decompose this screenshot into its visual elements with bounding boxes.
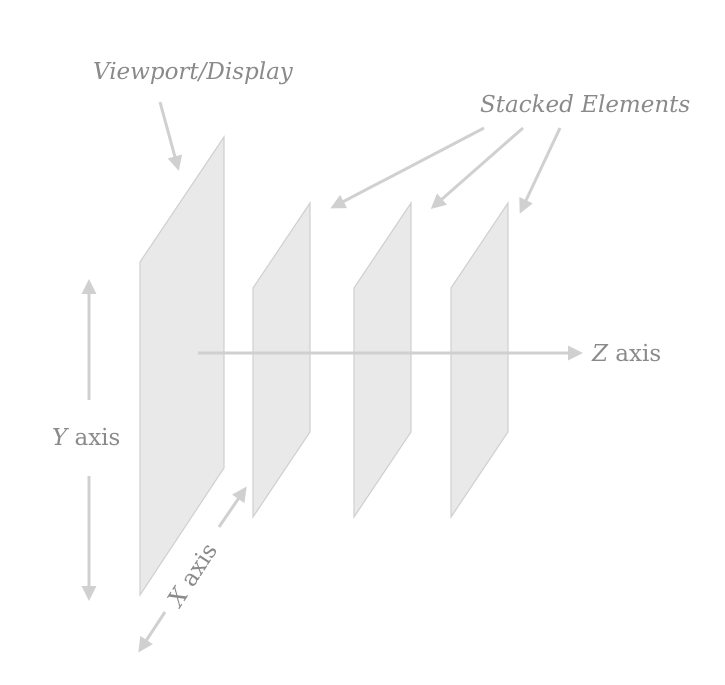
viewport-label: Viewport/Display bbox=[93, 59, 294, 85]
z-axis-word: axis bbox=[608, 341, 661, 367]
stacked-pointer-arrow-2 bbox=[430, 126, 524, 209]
z-axis-label: Z axis bbox=[591, 341, 661, 367]
stacked-element-plane-3 bbox=[450, 201, 509, 519]
y-axis-label: Y axis bbox=[52, 425, 120, 451]
stacked-element-plane-1 bbox=[252, 201, 311, 519]
viewport-plane bbox=[139, 135, 225, 597]
viewport-pointer-arrow bbox=[158, 101, 183, 171]
y-axis-letter: Y bbox=[52, 425, 70, 451]
x-axis-arrow-down bbox=[138, 611, 167, 653]
x-axis-label: X axis bbox=[162, 539, 223, 613]
y-axis-word: axis bbox=[67, 425, 120, 451]
x-axis-arrow-up bbox=[217, 486, 247, 528]
z-axis-letter: Z bbox=[591, 341, 609, 367]
stacked-pointer-arrow-3 bbox=[519, 127, 562, 214]
stacked-elements-label: Stacked Elements bbox=[480, 92, 690, 118]
stacked-element-plane-2 bbox=[353, 201, 412, 519]
x-axis-word: axis bbox=[172, 539, 223, 598]
stacked-pointer-arrow-1 bbox=[330, 126, 485, 209]
